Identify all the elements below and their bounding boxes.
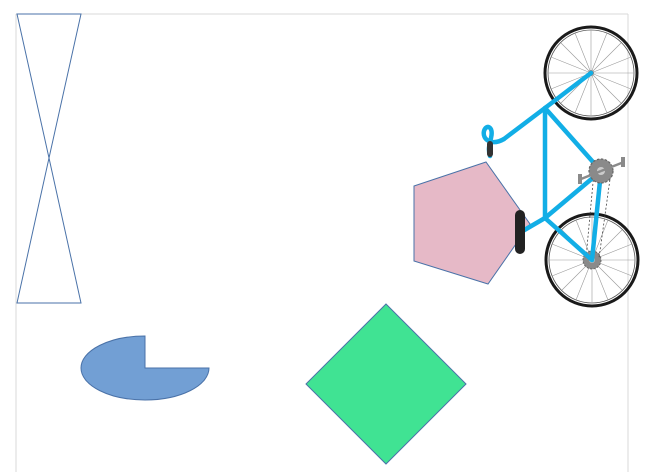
rear-wheel [544,212,640,308]
canvas-frame [15,13,629,472]
diamond-shape[interactable] [305,303,467,465]
pentagon-shape[interactable] [413,161,531,285]
saddle [515,210,525,254]
handlebar-grip [487,141,493,157]
hourglass-shape[interactable] [16,13,82,304]
handlebar [481,124,507,159]
pie-wedge-shape[interactable] [80,335,210,401]
bike-frame [501,70,604,263]
crankset [578,157,625,184]
chain [585,171,612,259]
bicycle-icon[interactable] [481,25,640,308]
